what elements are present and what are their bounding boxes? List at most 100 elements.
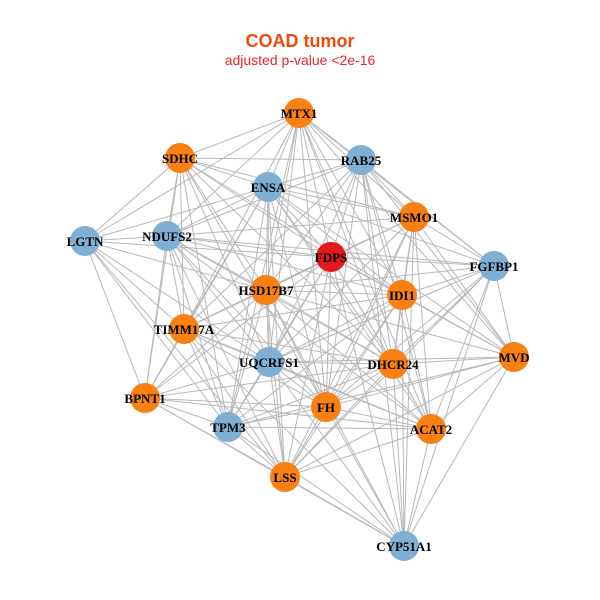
edge-dhcr24-tpm3 (227, 363, 394, 428)
node-label: MTX1 (281, 106, 318, 121)
node-circle (346, 145, 376, 175)
edge-ensa-ndufs2 (166, 186, 269, 237)
edge-uqcrfs1-dhcr24 (268, 361, 394, 365)
node-idi1[interactable]: IDI1 (387, 280, 417, 310)
edge-timm17a-cyp51a1 (183, 328, 405, 547)
edge-fh-cyp51a1 (325, 406, 405, 547)
node-ndufs2[interactable]: NDUFS2 (142, 221, 192, 251)
node-label: BPNT1 (124, 391, 165, 406)
edge-rab25-idi1 (360, 159, 403, 296)
edge-ndufs2-dhcr24 (166, 235, 394, 365)
edge-tpm3-cyp51a1 (227, 426, 405, 547)
edge-sdhc-ensa (179, 157, 269, 188)
edge-ensa-acat2 (267, 186, 432, 430)
edge-lgtn-bpnt1 (84, 240, 146, 399)
node-circle (152, 221, 182, 251)
edge-timm17a-tpm3 (183, 328, 229, 428)
node-sdhc[interactable]: SDHC (162, 143, 198, 173)
edge-idi1-cyp51a1 (401, 294, 405, 547)
edge-timm17a-lss (183, 328, 286, 478)
node-circle (387, 280, 417, 310)
edge-fdps-fgfbp1 (330, 256, 495, 267)
edge-lgtn-tpm3 (84, 240, 229, 428)
node-fh[interactable]: FH (311, 392, 341, 422)
node-bpnt1[interactable]: BPNT1 (124, 383, 166, 413)
node-circle (254, 347, 284, 377)
edge-hsd17b7-mvd (265, 289, 515, 358)
node-timm17a[interactable]: TIMM17A (154, 314, 215, 344)
node-circle (253, 172, 283, 202)
node-hsd17b7[interactable]: HSD17B7 (239, 275, 294, 305)
node-label: LSS (273, 470, 296, 485)
edge-msmo1-fh (325, 216, 415, 408)
edge-hsd17b7-dhcr24 (265, 289, 394, 365)
node-circle (70, 226, 100, 256)
edge-msmo1-acat2 (413, 216, 432, 430)
edge-ndufs2-bpnt1 (144, 235, 168, 399)
edge-msmo1-uqcrfs1 (268, 216, 415, 363)
edge-mtx1-sdhc (179, 112, 300, 159)
node-circle (169, 314, 199, 344)
node-label: NDUFS2 (142, 229, 192, 244)
node-circle (499, 342, 529, 372)
edge-ensa-uqcrfs1 (267, 186, 270, 363)
node-label: TPM3 (210, 420, 246, 435)
edge-idi1-acat2 (401, 294, 432, 430)
edge-sdhc-lgtn (84, 157, 181, 242)
node-lss[interactable]: LSS (270, 462, 300, 492)
edge-fgfbp1-uqcrfs1 (268, 265, 495, 363)
node-label: IDI1 (389, 288, 415, 303)
edge-fh-acat2 (325, 406, 432, 430)
node-circle (270, 462, 300, 492)
edge-acat2-cyp51a1 (403, 428, 432, 547)
node-tpm3[interactable]: TPM3 (210, 412, 246, 442)
edge-mtx1-dhcr24 (298, 112, 394, 365)
edge-rab25-fh (325, 159, 362, 408)
node-lgtn[interactable]: LGTN (67, 226, 104, 256)
edge-mtx1-tpm3 (227, 112, 300, 428)
node-rab25[interactable]: RAB25 (341, 145, 382, 175)
edge-idi1-lss (284, 294, 403, 478)
node-label: RAB25 (341, 153, 382, 168)
node-acat2[interactable]: ACAT2 (410, 414, 452, 444)
edge-uqcrfs1-cyp51a1 (268, 361, 405, 547)
node-uqcrfs1[interactable]: UQCRFS1 (239, 347, 299, 377)
node-ensa[interactable]: ENSA (251, 172, 286, 202)
edge-mtx1-hsd17b7 (265, 112, 300, 291)
edge-ensa-mvd (267, 186, 515, 358)
edge-hsd17b7-bpnt1 (144, 289, 267, 399)
edge-idi1-mvd (401, 294, 515, 358)
edge-dhcr24-bpnt1 (144, 363, 394, 399)
edge-mtx1-fh (298, 112, 327, 408)
node-fdps[interactable]: FDPS (315, 242, 348, 272)
edge-fgfbp1-acat2 (430, 265, 495, 430)
node-label: TIMM17A (154, 322, 215, 337)
edge-ndufs2-lss (166, 235, 286, 478)
node-label: SDHC (162, 151, 198, 166)
edge-bpnt1-fh (144, 397, 327, 408)
edge-fgfbp1-idi1 (401, 265, 495, 296)
edge-ensa-msmo1 (267, 186, 415, 218)
edge-lgtn-timm17a (84, 240, 185, 330)
node-mtx1[interactable]: MTX1 (281, 98, 318, 128)
edge-ndufs2-timm17a (166, 235, 185, 330)
edge-fgfbp1-fh (325, 265, 495, 408)
edge-bpnt1-acat2 (144, 397, 432, 430)
edge-rab25-cyp51a1 (360, 159, 405, 547)
edge-fh-tpm3 (227, 406, 327, 428)
edge-rab25-fdps (330, 159, 362, 258)
node-mvd[interactable]: MVD (498, 342, 530, 372)
node-fgfbp1[interactable]: FGFBP1 (469, 251, 519, 281)
edge-ndufs2-fdps (166, 235, 332, 258)
edge-mtx1-uqcrfs1 (268, 112, 300, 363)
node-dhcr24[interactable]: DHCR24 (367, 349, 419, 379)
edge-msmo1-fgfbp1 (413, 216, 495, 267)
edge-ndufs2-acat2 (166, 235, 432, 430)
node-msmo1[interactable]: MSMO1 (390, 202, 438, 232)
edge-ensa-tpm3 (227, 186, 269, 428)
node-label: CYP51A1 (376, 539, 432, 554)
node-cyp51a1[interactable]: CYP51A1 (376, 531, 432, 561)
edge-sdhc-hsd17b7 (179, 157, 267, 291)
edge-mvd-tpm3 (227, 356, 515, 428)
